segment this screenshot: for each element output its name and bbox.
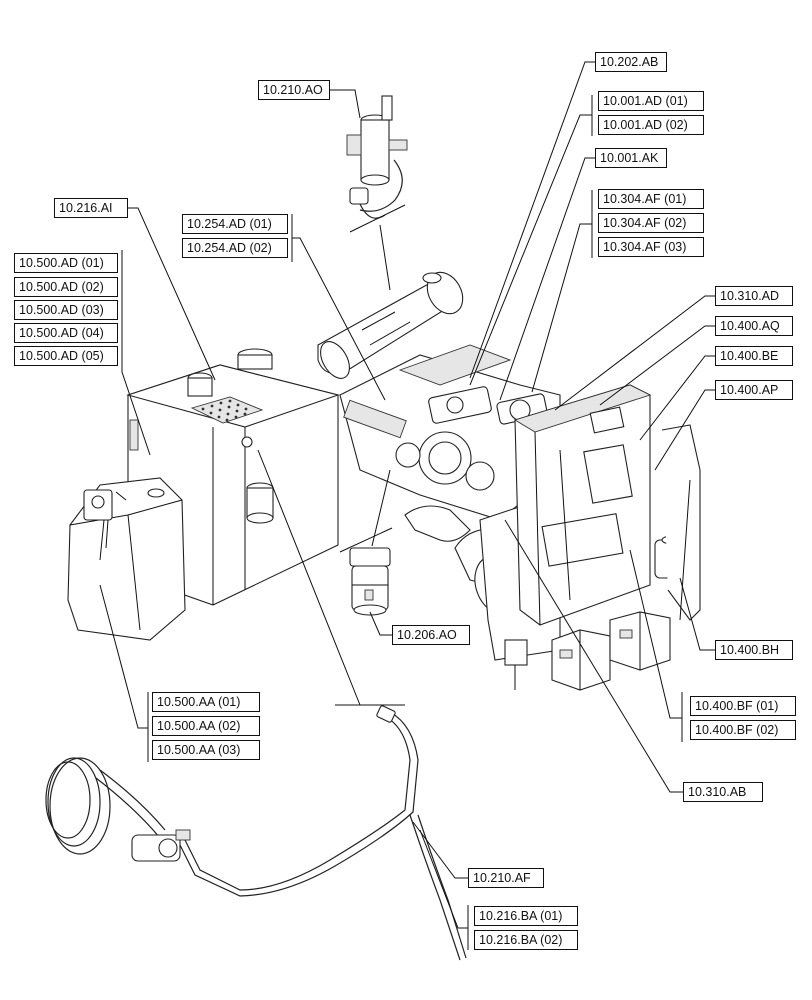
label-10-400-bf-01: 10.400.BF (01) xyxy=(690,696,796,716)
label-10-206-ao: 10.206.AO xyxy=(392,625,470,645)
label-10-216-ai: 10.216.AI xyxy=(54,198,128,218)
label-10-500-aa-02: 10.500.AA (02) xyxy=(152,716,260,736)
label-10-500-ad-03: 10.500.AD (03) xyxy=(14,300,118,320)
label-10-304-af-01: 10.304.AF (01) xyxy=(598,189,704,209)
fuel-heater xyxy=(346,95,408,219)
label-10-001-ad-02: 10.001.AD (02) xyxy=(598,115,704,135)
label-10-254-ad-01: 10.254.AD (01) xyxy=(182,214,288,234)
label-10-216-ba-01: 10.216.BA (01) xyxy=(474,906,578,926)
leader-lines xyxy=(99,61,715,950)
label-10-500-ad-01: 10.500.AD (01) xyxy=(14,253,118,273)
label-10-500-ad-02: 10.500.AD (02) xyxy=(14,277,118,297)
label-10-500-aa-01: 10.500.AA (01) xyxy=(152,692,260,712)
label-10-310-ad: 10.310.AD xyxy=(715,286,793,306)
label-10-254-ad-02: 10.254.AD (02) xyxy=(182,238,288,258)
label-10-500-aa-03: 10.500.AA (03) xyxy=(152,740,260,760)
label-10-500-ad-05: 10.500.AD (05) xyxy=(14,346,118,366)
label-10-310-ab: 10.310.AB xyxy=(683,782,763,802)
label-10-304-af-02: 10.304.AF (02) xyxy=(598,213,704,233)
label-10-210-af: 10.210.AF xyxy=(468,868,544,888)
label-10-400-be: 10.400.BE xyxy=(715,346,793,366)
fuel-hose-assembly xyxy=(45,705,467,961)
label-10-001-ak: 10.001.AK xyxy=(595,148,667,168)
label-10-001-ad-01: 10.001.AD (01) xyxy=(598,91,704,111)
label-10-202-ab: 10.202.AB xyxy=(595,52,667,72)
label-10-400-bf-02: 10.400.BF (02) xyxy=(690,720,796,740)
label-10-210-ao: 10.210.AO xyxy=(258,80,330,100)
label-10-500-ad-04: 10.500.AD (04) xyxy=(14,323,118,343)
label-10-400-aq: 10.400.AQ xyxy=(715,316,793,336)
fuel-tank xyxy=(67,477,186,641)
label-10-400-bh: 10.400.BH xyxy=(715,640,793,660)
label-10-216-ba-02: 10.216.BA (02) xyxy=(474,930,578,950)
label-10-400-ap: 10.400.AP xyxy=(715,380,793,400)
batteries xyxy=(551,611,671,691)
fuel-filter xyxy=(349,547,391,616)
label-10-304-af-03: 10.304.AF (03) xyxy=(598,237,704,257)
radiator-pack xyxy=(513,384,701,626)
